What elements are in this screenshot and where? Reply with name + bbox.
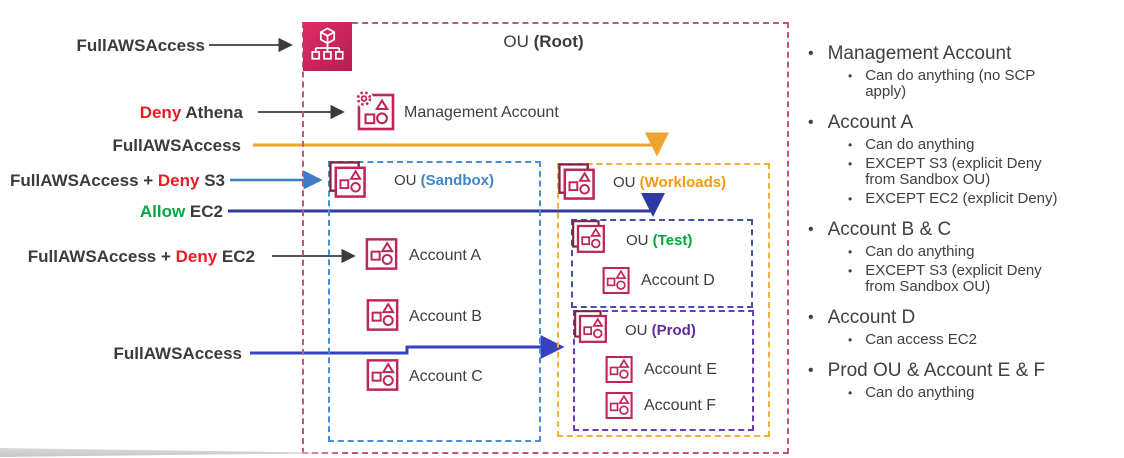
scp-label-text: EC2 — [189, 202, 223, 221]
scp-label-allow-ec2: Allow EC2 — [0, 202, 223, 221]
note-sub-text: EXCEPT S3 (explicit Deny from Sandbox OU… — [865, 155, 1042, 188]
note-sub-text: Can do anything (no SCP apply) — [865, 67, 1036, 100]
ou-workloads-name: (Workloads) — [639, 174, 727, 191]
account-a-icon — [365, 237, 399, 271]
scp-label-text: Deny — [175, 247, 222, 266]
slide-corner-decoration — [0, 448, 347, 457]
note-title: Account B & C — [800, 220, 1122, 239]
account-a-label: Account A — [409, 247, 482, 264]
note-sub-item: EXCEPT EC2 (explicit Deny) — [800, 191, 1122, 207]
account-e-icon — [605, 355, 634, 384]
account-f-icon — [605, 391, 634, 420]
note-sub-text: EXCEPT S3 (explicit Deny from Sandbox OU… — [865, 262, 1042, 295]
note-title-text: Management Account — [827, 43, 1012, 64]
scp-label-fullawsaccess-deny-s3: FullAWSAccess + Deny S3 — [0, 171, 225, 190]
ou-prod-name: (Prod) — [651, 322, 696, 339]
note-title-text: Account A — [827, 112, 914, 133]
account-f-label: Account F — [644, 397, 717, 414]
management-account-label: Management Account — [404, 104, 559, 121]
scp-label-text: Deny — [157, 171, 205, 190]
note-account-b-c: Account B & C Can do anything EXCEPT S3 … — [800, 220, 1122, 295]
ou-test-title: OU (Test) — [626, 232, 692, 249]
note-sub-text: Can do anything — [865, 136, 975, 153]
arrow-fullawsaccess-to-workloads — [253, 132, 669, 157]
ou-root-box — [302, 22, 789, 454]
note-sub-text: Can access EC2 — [865, 331, 977, 348]
policy-effects-notes: Management Account Can do anything (no S… — [800, 44, 1122, 401]
note-title: Management Account — [800, 44, 1122, 63]
note-sub-text: EXCEPT EC2 (explicit Deny) — [865, 190, 1058, 207]
scp-label-text: S3 — [204, 171, 225, 190]
scp-label-text: EC2 — [221, 247, 255, 266]
note-sub-text: Can do anything — [865, 243, 975, 260]
scp-label-text: FullAWSAccess — [112, 136, 242, 155]
note-title-text: Account B & C — [827, 219, 952, 240]
note-account-a: Account A Can do anything EXCEPT S3 (exp… — [800, 113, 1122, 207]
ou-sandbox-prefix: OU — [394, 172, 421, 189]
scp-label-text: Deny — [139, 103, 186, 122]
ou-sandbox-icon — [328, 160, 367, 199]
note-sub-text: Can do anything — [865, 384, 975, 401]
scp-label-fullawsaccess-prod: FullAWSAccess — [0, 344, 243, 363]
account-c-label: Account C — [409, 368, 483, 385]
account-e-label: Account E — [644, 361, 717, 378]
ou-root-prefix: OU — [503, 32, 534, 51]
note-sub-item: Can do anything — [800, 385, 1122, 401]
account-d-label: Account D — [641, 272, 715, 289]
note-title: Account A — [800, 113, 1122, 132]
note-sub-item: EXCEPT S3 (explicit Deny from Sandbox OU… — [800, 263, 1122, 295]
ou-workloads-prefix: OU — [613, 174, 640, 191]
account-b-label: Account B — [409, 308, 482, 325]
scp-label-fullawsaccess-workloads: FullAWSAccess — [0, 136, 242, 155]
scp-label-fullawsaccess-deny-ec2: FullAWSAccess + Deny EC2 — [0, 247, 255, 266]
scp-label-text: Athena — [185, 103, 243, 122]
ou-sandbox-name: (Sandbox) — [420, 172, 495, 189]
ou-prod-icon — [573, 309, 608, 344]
account-c-icon — [366, 358, 400, 392]
ou-test-box — [571, 219, 753, 308]
note-title-text: Account D — [827, 307, 916, 328]
note-management-account: Management Account Can do anything (no S… — [800, 44, 1122, 100]
management-account-icon — [352, 88, 396, 132]
scp-label-deny-athena: Deny Athena — [0, 103, 243, 122]
note-sub-item: Can do anything — [800, 244, 1122, 260]
scp-label-text: FullAWSAccess + — [10, 171, 158, 190]
note-title: Account D — [800, 308, 1122, 327]
note-sub-item: Can access EC2 — [800, 332, 1122, 348]
ou-root-title: OU (Root) — [302, 32, 785, 52]
scp-label-text: FullAWSAccess + — [27, 247, 176, 266]
arrow-allow-ec2-to-test — [228, 193, 665, 217]
note-title: Prod OU & Account E & F — [800, 361, 1122, 380]
scp-label-fullawsaccess-root: FullAWSAccess — [0, 36, 206, 55]
ou-root-name: (Root) — [533, 32, 584, 51]
ou-workloads-icon — [557, 162, 596, 201]
note-title-text: Prod OU & Account E & F — [827, 360, 1046, 381]
note-prod-ou-accounts-e-f: Prod OU & Account E & F Can do anything — [800, 361, 1122, 401]
ou-sandbox-title: OU (Sandbox) — [394, 172, 494, 189]
account-b-icon — [366, 298, 400, 332]
note-sub-item: Can do anything (no SCP apply) — [800, 68, 1122, 100]
ou-prod-title: OU (Prod) — [625, 322, 696, 339]
scp-label-text: FullAWSAccess — [113, 344, 243, 363]
ou-test-prefix: OU — [626, 232, 653, 249]
note-sub-item: EXCEPT S3 (explicit Deny from Sandbox OU… — [800, 156, 1122, 188]
ou-workloads-box — [557, 163, 770, 437]
ou-test-name: (Test) — [652, 232, 693, 249]
scp-label-text: FullAWSAccess — [76, 36, 206, 55]
account-d-icon — [602, 266, 631, 295]
note-account-d: Account D Can access EC2 — [800, 308, 1122, 348]
ou-prod-box — [573, 310, 754, 431]
ou-test-icon — [571, 219, 606, 254]
ou-workloads-title: OU (Workloads) — [613, 174, 726, 191]
note-sub-item: Can do anything — [800, 137, 1122, 153]
scp-label-text: Allow — [139, 202, 190, 221]
ou-prod-prefix: OU — [625, 322, 652, 339]
ou-sandbox-box — [328, 161, 541, 442]
